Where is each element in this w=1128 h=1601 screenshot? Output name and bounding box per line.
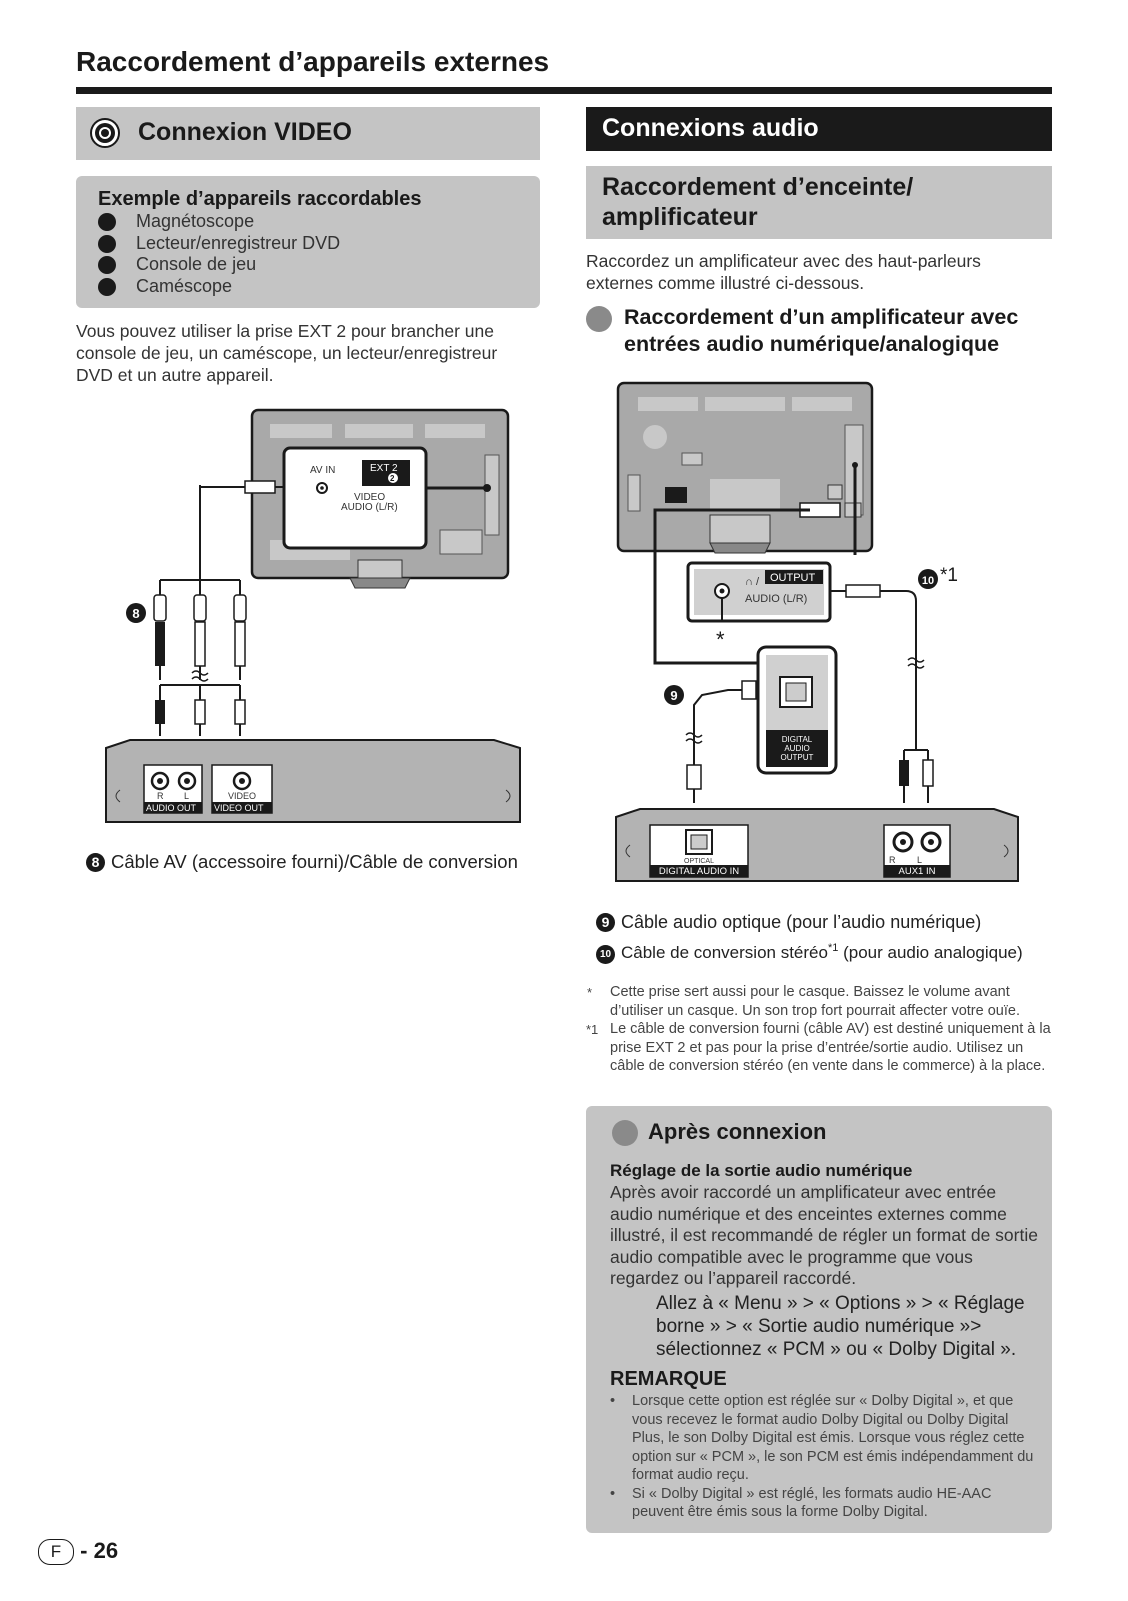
- subheading-dot-icon: [586, 306, 612, 332]
- output-label: OUTPUT: [770, 572, 816, 584]
- cable-8-caption-number: 8: [86, 853, 105, 872]
- optical-label: OPTICAL: [684, 858, 714, 865]
- output-panel: OUTPUT ∩ / AUDIO (L/R) *: [686, 561, 832, 652]
- amp-l-label: L: [917, 855, 922, 865]
- list-item: Magnétoscope: [98, 211, 340, 233]
- page-title: Raccordement d’appareils externes: [76, 46, 550, 77]
- page-separator: -: [80, 1538, 88, 1563]
- list-item: Lecteur/enregistreur DVD: [98, 233, 340, 255]
- cable-10-star: *1: [940, 565, 958, 586]
- bullet-icon: [98, 256, 116, 274]
- video-section-title: Connexion VIDEO: [138, 118, 352, 146]
- bullet-icon: [98, 213, 116, 231]
- audio-out-label: AUDIO OUT: [146, 803, 197, 813]
- ext2-label: EXT 2: [370, 463, 398, 474]
- cable-9-number: 9: [670, 688, 677, 703]
- av-in-label: AV IN: [310, 465, 335, 476]
- list-item: •Si « Dolby Digital » est réglé, les for…: [610, 1485, 992, 1521]
- cable-8-badge: [126, 603, 146, 623]
- audio-word-label: AUDIO: [784, 744, 809, 753]
- headphone-symbol: ∩ /: [745, 576, 760, 588]
- video-port-label: VIDEO: [354, 492, 385, 503]
- optical-cable: [685, 680, 757, 803]
- video-out-label: VIDEO OUT: [214, 803, 264, 813]
- cable-9-badge: [664, 685, 684, 705]
- remarque-heading: REMARQUE: [610, 1368, 727, 1390]
- after-connection-box: Après connexion Réglage de la sortie aud…: [586, 1106, 1052, 1533]
- video-intro-text: Vous pouvez utiliser la prise EXT 2 pour…: [76, 321, 498, 385]
- amplifier-section-title: Raccordement d’enceinte/ amplificateur: [602, 173, 914, 231]
- cable-10-caption-number: 10: [596, 945, 615, 964]
- digital-audio-in-label: DIGITAL AUDIO IN: [659, 866, 739, 877]
- devices-heading: Exemple d’appareils raccordables: [98, 188, 422, 210]
- footnote-1-mark: *: [587, 985, 593, 1000]
- amplifier-section-header: Raccordement d’enceinte/ amplificateur: [586, 166, 1052, 239]
- page-number: F - 26: [38, 1538, 118, 1565]
- tv-illustration: AV IN EXT 2 2 VIDEO AUDIO (L/R): [250, 408, 510, 589]
- video-section-header: Connexion VIDEO: [76, 107, 540, 160]
- after-connection-dot-icon: [612, 1120, 638, 1146]
- aux1-in-label: AUX1 IN: [899, 866, 936, 877]
- headphone-asterisk: *: [716, 627, 725, 652]
- after-connection-body: Après avoir raccordé un amplificateur av…: [610, 1182, 1038, 1288]
- list-item: Caméscope: [98, 276, 340, 298]
- audio-section-title: Connexions audio: [602, 114, 819, 142]
- digital-audio-output-subhead: Réglage de la sortie audio numérique: [610, 1161, 913, 1180]
- devices-list: Magnétoscope Lecteur/enregistreur DVD Co…: [98, 211, 340, 297]
- av-cable: [153, 485, 247, 736]
- after-connection-title: Après connexion: [648, 1119, 827, 1144]
- menu-instruction: Allez à « Menu » > « Options » > « Régla…: [656, 1293, 1025, 1360]
- r-label: R: [157, 791, 164, 801]
- video-jack-icon: [90, 118, 120, 148]
- bullet-icon: [98, 277, 116, 296]
- amplifier-illustration: OPTICAL DIGITAL AUDIO IN R L AUX1 IN: [615, 808, 1019, 882]
- title-rule: [76, 87, 1052, 94]
- cable-9-caption-number: 9: [596, 913, 615, 932]
- cable-10-badge: [918, 569, 938, 589]
- devices-box: Exemple d’appareils raccordables Magnéto…: [76, 176, 540, 308]
- remarque-list: •Lorsque cette option est réglée sur « D…: [610, 1392, 1035, 1522]
- page-number-value: 26: [93, 1538, 119, 1563]
- audio-port-label: AUDIO (L/R): [341, 502, 398, 513]
- audio-connection-diagram: OUTPUT ∩ / AUDIO (L/R) * DIGITAL AUDIO O…: [615, 381, 1019, 882]
- footnote-2-mark: *1: [586, 1022, 599, 1037]
- footnote-1: Cette prise sert aussi pour le casque. B…: [610, 984, 1020, 1019]
- digital-audio-output-panel: DIGITAL AUDIO OUTPUT: [756, 645, 838, 775]
- audio-section-header: Connexions audio: [586, 107, 1052, 151]
- audio-lr-label: AUDIO (L/R): [745, 593, 807, 605]
- footnote-2: Le câble de conversion fourni (câble AV)…: [610, 1021, 1051, 1074]
- video-connection-diagram: AV IN EXT 2 2 VIDEO AUDIO (L/R): [105, 408, 521, 823]
- l-label: L: [184, 791, 189, 801]
- source-device-illustration: R L VIDEO AUDIO OUT VIDEO OUT: [105, 739, 521, 823]
- list-item: Console de jeu: [98, 254, 340, 276]
- list-item: •Lorsque cette option est réglée sur « D…: [610, 1393, 1034, 1483]
- cable-8-number: 8: [132, 606, 139, 621]
- bullet-icon: [98, 234, 116, 253]
- ext2-number: 2: [390, 474, 395, 483]
- output-word-label: OUTPUT: [781, 753, 814, 762]
- video-small-label: VIDEO: [228, 791, 256, 801]
- cable-10-number: 10: [922, 575, 934, 587]
- amp-r-label: R: [889, 855, 896, 865]
- stereo-conversion-cable: [830, 584, 934, 803]
- digital-label: DIGITAL: [782, 735, 813, 744]
- page-letter-badge: F: [38, 1539, 74, 1565]
- amplifier-intro-text: Raccordez un amplificateur avec des haut…: [586, 251, 981, 293]
